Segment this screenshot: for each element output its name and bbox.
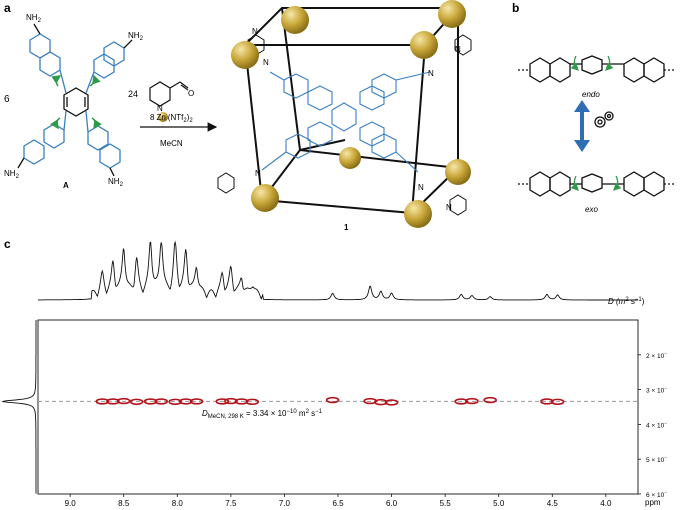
crosspeak xyxy=(465,397,479,405)
rotation-arrows xyxy=(50,74,102,130)
x-axis: 9.0 8.5 8.0 7.5 7.0 6.5 6.0 5.5 5.0 4.5 4.0 xyxy=(65,494,612,508)
zinc-vertex xyxy=(445,159,471,185)
diffusion-projection xyxy=(2,320,37,494)
aldehyde-nitrogen: N xyxy=(157,104,163,113)
x-tick-label: 9.0 xyxy=(65,499,77,508)
zinc-vertex xyxy=(339,147,361,169)
central-benzene xyxy=(63,87,89,117)
zinc-vertex xyxy=(251,184,279,212)
zinc-vertex xyxy=(404,200,432,228)
panel-a-label: a xyxy=(4,1,11,15)
cage-product-1: N N N N N N N 1 xyxy=(217,0,472,232)
zinc-vertex xyxy=(281,6,309,34)
x-tick-label: 7.5 xyxy=(225,499,237,508)
y-tick-label: 6 × 10− xyxy=(646,490,667,499)
zinc-vertex xyxy=(410,31,438,59)
crosspeak xyxy=(245,398,260,405)
endo-label: endo xyxy=(582,90,600,99)
naphthalene-lower-right xyxy=(85,110,121,169)
crosspeak xyxy=(454,398,469,405)
crosspeak xyxy=(224,397,238,405)
aldehyde-oxygen: O xyxy=(188,89,194,98)
zinc-vertex xyxy=(231,41,259,69)
equilibrium-arrow xyxy=(574,100,590,152)
x-axis-unit: ppm xyxy=(645,498,661,507)
compound-a-structure xyxy=(17,23,133,177)
panel-a: a xyxy=(4,0,472,232)
plot-frame xyxy=(37,319,639,495)
x-tick-label: 4.5 xyxy=(547,499,559,508)
d-axis-label: D (m2 s−1) xyxy=(608,297,645,306)
crosspeak xyxy=(234,398,249,405)
diffusion-annotation: DMeCN, 298 K = 3.34 × 10−10 m2 s−1 xyxy=(202,409,323,420)
proton-spectrum-projection xyxy=(38,240,638,301)
crosspeak xyxy=(483,396,497,404)
amine-label: NH2 xyxy=(108,177,124,188)
crosspeak xyxy=(106,398,120,405)
crosspeak xyxy=(325,396,340,404)
pyridine-aldehyde xyxy=(149,81,189,107)
amine-labels: NH2 NH2 NH2 NH2 xyxy=(4,13,144,188)
pyridine-nitrogen: N xyxy=(252,27,258,36)
crosspeak xyxy=(374,398,388,406)
x-tick-label: 5.5 xyxy=(440,499,452,508)
imine-nitrogen: N xyxy=(255,169,261,178)
crosspeak xyxy=(189,398,204,405)
zinc-sphere xyxy=(158,112,168,122)
exo-structure xyxy=(518,171,676,197)
crosspeak xyxy=(168,398,182,405)
y-tick-label: 3 × 10− xyxy=(646,386,667,395)
amine-label: NH2 xyxy=(4,169,20,180)
crosspeak xyxy=(215,398,230,405)
amine-label: NH2 xyxy=(26,13,42,24)
imine-nitrogen: N xyxy=(428,69,434,78)
y-tick-label: 4 × 10− xyxy=(646,420,667,429)
exo-label: exo xyxy=(585,205,598,214)
coefficient-a: 6 xyxy=(4,94,10,105)
solvent-label: MeCN xyxy=(160,139,183,148)
crosspeak xyxy=(95,398,110,405)
x-tick-label: 6.0 xyxy=(386,499,398,508)
crosspeak xyxy=(143,398,158,405)
x-tick-label: 6.5 xyxy=(332,499,344,508)
y-tick-label: 2 × 10− xyxy=(646,351,667,360)
zinc-vertex xyxy=(438,0,466,28)
crosspeak xyxy=(384,399,399,406)
cage-pyridines xyxy=(217,34,472,216)
coefficient-aldehyde: 24 xyxy=(128,89,138,99)
y-tick-label: 5 × 10− xyxy=(646,455,667,464)
y-axis: 2 × 10− 3 × 10− 4 × 10− 5 × 10− 6 × 10− xyxy=(638,351,667,499)
x-tick-label: 4.0 xyxy=(600,499,612,508)
pyridine-nitrogen: N xyxy=(455,45,461,54)
panel-c: c D (m2 s−1) 9.0 8.5 8.0 7.5 7.0 6.5 6.0 5.5 5.0… xyxy=(2,237,667,508)
panel-b-label: b xyxy=(512,1,519,15)
panel-b: b endo xyxy=(512,1,676,214)
gears-icon xyxy=(594,111,614,128)
x-tick-label: 8.5 xyxy=(118,499,130,508)
cage-linker xyxy=(261,71,431,173)
panel-c-label: c xyxy=(4,237,11,251)
crosspeak xyxy=(550,398,565,405)
amine-label: NH2 xyxy=(128,31,144,42)
crosspeaks xyxy=(95,396,565,406)
compound-a-label: A xyxy=(63,181,69,190)
product-label: 1 xyxy=(344,223,349,232)
endo-structure xyxy=(518,55,676,83)
crosspeak xyxy=(540,398,554,405)
pyridine-nitrogen: N xyxy=(446,203,452,212)
naphthalene-upper-left xyxy=(29,33,67,94)
imine-nitrogen: N xyxy=(263,58,269,67)
crosspeak xyxy=(129,398,144,405)
crosspeak xyxy=(154,398,169,405)
x-tick-label: 5.0 xyxy=(493,499,505,508)
crosspeak xyxy=(116,397,131,405)
crosspeak xyxy=(179,398,193,405)
imine-nitrogen: N xyxy=(418,183,424,192)
x-tick-label: 8.0 xyxy=(172,499,184,508)
x-tick-label: 7.0 xyxy=(279,499,291,508)
